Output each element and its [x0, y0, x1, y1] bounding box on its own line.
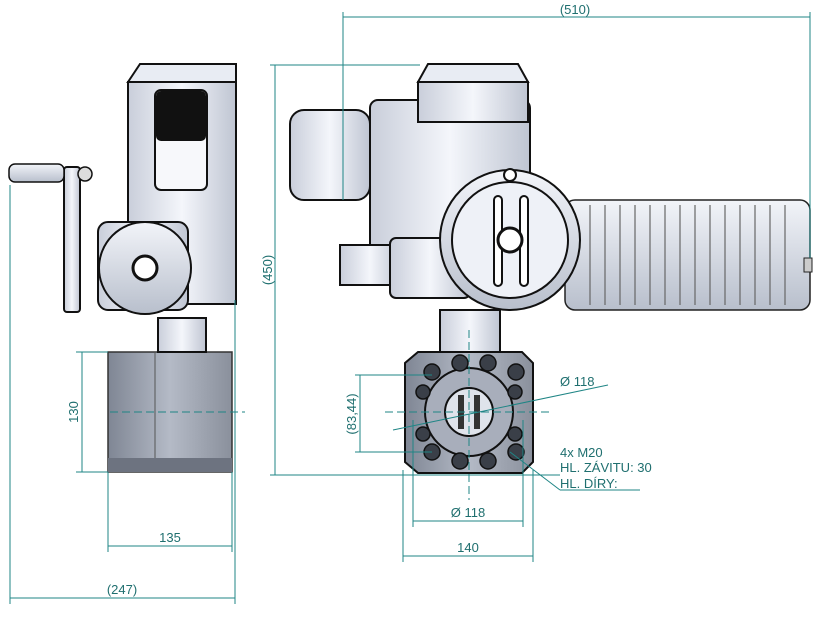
dim-overall-length: (510) — [560, 2, 590, 17]
yoke-front — [439, 309, 501, 353]
dim-overall-width: (247) — [107, 582, 137, 597]
dim-body-height: 130 — [66, 401, 81, 423]
note-hole-depth: HL. DÍRY: — [560, 476, 618, 491]
note-thread-depth: HL. ZÁVITU: 30 — [560, 460, 652, 475]
side-cover — [289, 109, 371, 201]
yoke-side — [157, 317, 207, 353]
handwheel-side — [63, 166, 81, 313]
crank-handle — [8, 163, 65, 183]
motor-housing — [564, 199, 811, 311]
dim-flange-diameter: Ø 118 — [451, 505, 485, 520]
dim-bolt-spacing: (83,44) — [344, 393, 359, 434]
dim-body-width-side: 135 — [159, 530, 181, 545]
dimension-lines — [9, 12, 811, 604]
dim-body-width-front: 140 — [457, 540, 479, 555]
bolt-holes — [415, 354, 525, 470]
side-view — [8, 63, 237, 473]
dim-overall-height: (450) — [260, 255, 275, 285]
dim-bolt-circle: Ø 118 — [560, 374, 594, 389]
front-view — [289, 63, 813, 474]
note-thread: 4x M20 — [560, 445, 603, 460]
